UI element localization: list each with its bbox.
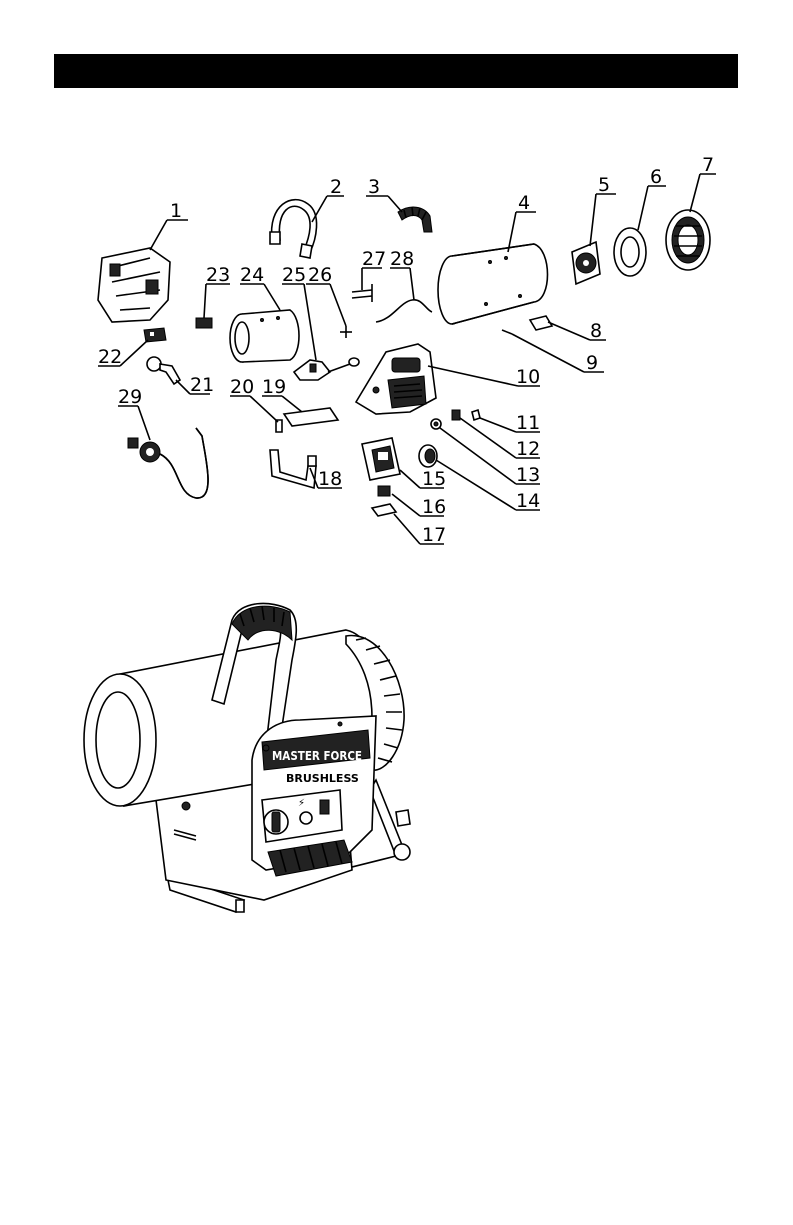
part-main-body [356, 344, 436, 414]
part-hose-elbow [398, 207, 432, 232]
part-ring-plate [614, 228, 646, 276]
part-knob-14 [419, 445, 437, 467]
callout-3: 3 [368, 176, 380, 198]
callout-4: 4 [518, 192, 530, 214]
callout-9: 9 [586, 352, 598, 374]
part-regulator-hose [128, 428, 208, 498]
part-cap-13 [431, 419, 441, 429]
assembled-heater-illustration: MASTER FORCE BRUSHLESS ⚡ [84, 603, 410, 912]
callout-23: 23 [206, 264, 230, 286]
part-inlet-pipe [147, 357, 180, 384]
callout-28: 28 [390, 248, 414, 270]
callout-2: 2 [330, 176, 342, 198]
callout-1: 1 [170, 200, 182, 222]
callout-10: 10 [516, 366, 540, 388]
callout-5: 5 [598, 174, 610, 196]
callout-14: 14 [516, 490, 540, 512]
callout-16: 16 [422, 496, 446, 518]
part-rear-housing [98, 248, 170, 322]
callout-21: 21 [190, 374, 214, 396]
callout-12: 12 [516, 438, 540, 460]
part-fitting-11 [472, 410, 480, 420]
callout-6: 6 [650, 166, 662, 188]
part-handle [270, 200, 317, 258]
callout-24: 24 [240, 264, 264, 286]
callout-29: 29 [118, 386, 142, 408]
brand-label: MASTER FORCE [272, 749, 362, 763]
part-sensor [340, 326, 352, 338]
callout-19: 19 [262, 376, 286, 398]
callout-25: 25 [282, 264, 306, 286]
part-switch [378, 486, 390, 496]
part-connector [196, 318, 212, 328]
part-label-sheet [284, 408, 338, 426]
callout-26: 26 [308, 264, 332, 286]
callout-11: 11 [516, 412, 540, 434]
callout-7: 7 [702, 154, 714, 176]
part-front-grill [666, 210, 710, 270]
callout-13: 13 [516, 464, 540, 486]
power-icon: ⚡ [298, 798, 305, 809]
part-base-block [362, 438, 400, 480]
callout-27: 27 [362, 248, 386, 270]
callout-8: 8 [590, 320, 602, 342]
part-combustion-chamber [230, 310, 299, 362]
part-outer-shell [438, 244, 548, 324]
part-bracket [372, 504, 396, 516]
callout-22: 22 [98, 346, 122, 368]
part-knob-12 [452, 410, 460, 420]
part-base-frame [270, 450, 316, 488]
callout-17: 17 [422, 524, 446, 546]
part-wire [376, 300, 432, 322]
callout-18: 18 [318, 468, 342, 490]
part-fan [572, 242, 600, 284]
part-valve-assembly [294, 358, 359, 380]
callout-20: 20 [230, 376, 254, 398]
brand-subtitle: BRUSHLESS [286, 772, 359, 785]
callout-15: 15 [422, 468, 446, 490]
part-screw-9 [502, 330, 512, 334]
